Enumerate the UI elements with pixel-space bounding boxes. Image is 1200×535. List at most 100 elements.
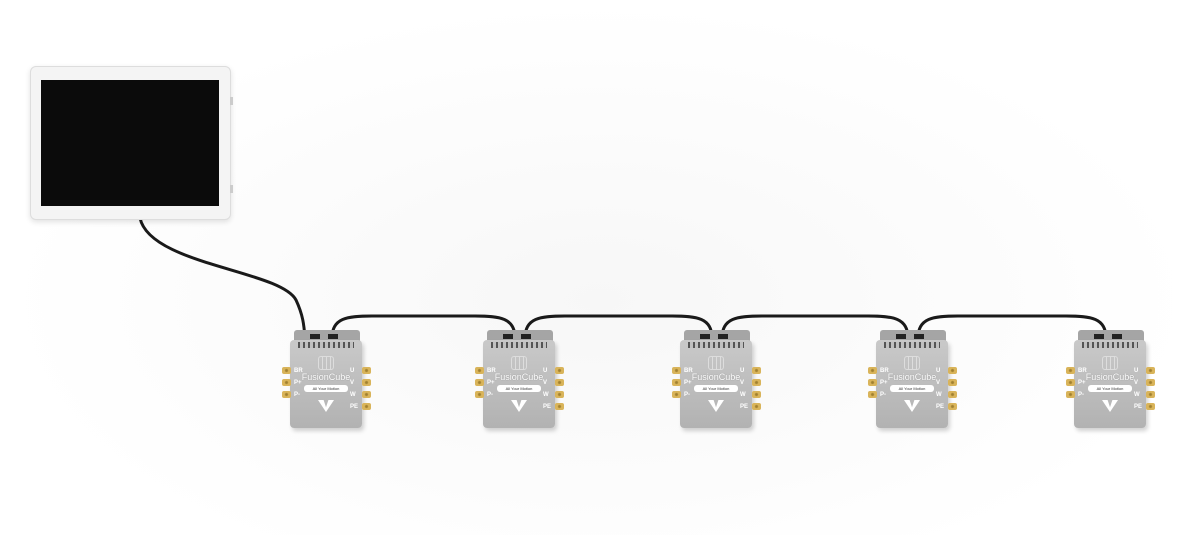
- terminal-label: P+: [684, 380, 692, 386]
- terminal-label: W: [1134, 392, 1140, 398]
- terminal-lug: [1146, 379, 1155, 386]
- terminal-lug: [362, 403, 371, 410]
- cube-grid-icon: [318, 356, 334, 370]
- terminal-label: W: [350, 392, 356, 398]
- terminal-label: P-: [684, 392, 690, 398]
- network-port: [718, 334, 728, 339]
- vent-grille: [884, 342, 940, 348]
- terminal-label: BR: [1078, 368, 1087, 374]
- terminal-label: PE: [936, 404, 945, 410]
- cube-product-name: FusionCube: [1085, 372, 1135, 382]
- terminal-lug: [752, 391, 761, 398]
- vent-grille: [688, 342, 744, 348]
- tablet-side-button: [230, 97, 233, 105]
- terminal-label: U: [350, 368, 355, 374]
- terminal-lug: [282, 379, 291, 386]
- cube-product-name: FusionCube: [494, 372, 544, 382]
- terminal-lug: [282, 367, 291, 374]
- terminal-lug: [362, 367, 371, 374]
- network-port: [521, 334, 531, 339]
- terminal-label: BR: [880, 368, 889, 374]
- cube-tagline: All Your Motion: [304, 385, 348, 392]
- terminal-label: BR: [684, 368, 693, 374]
- cube-product-name: FusionCube: [887, 372, 937, 382]
- vent-grille: [1082, 342, 1138, 348]
- terminal-label: P+: [1078, 380, 1086, 386]
- terminal-label: P-: [487, 392, 493, 398]
- tablet-side-button: [230, 185, 233, 193]
- cube-tagline: All Your Motion: [694, 385, 738, 392]
- cube-grid-icon: [1102, 356, 1118, 370]
- terminal-label: PE: [1134, 404, 1143, 410]
- terminal-lug: [555, 367, 564, 374]
- cable: [138, 217, 307, 339]
- cube-body: [680, 340, 752, 428]
- terminal-label: U: [936, 368, 941, 374]
- terminal-lug: [1066, 391, 1075, 398]
- terminal-lug: [1146, 367, 1155, 374]
- network-port: [1112, 334, 1122, 339]
- terminal-lug: [555, 391, 564, 398]
- cube-tagline: All Your Motion: [1088, 385, 1132, 392]
- terminal-label: W: [936, 392, 942, 398]
- terminal-label: V: [936, 380, 941, 386]
- terminal-lug: [948, 367, 957, 374]
- terminal-label: V: [350, 380, 355, 386]
- cube-tagline: All Your Motion: [890, 385, 934, 392]
- cable: [720, 314, 910, 339]
- terminal-lug: [362, 379, 371, 386]
- tablet: [30, 66, 233, 220]
- terminal-label: P+: [487, 380, 495, 386]
- terminal-label: BR: [294, 368, 303, 374]
- terminal-lug: [948, 379, 957, 386]
- cable: [916, 314, 1108, 339]
- terminal-label: P+: [880, 380, 888, 386]
- network-port: [328, 334, 338, 339]
- terminal-lug: [475, 391, 484, 398]
- terminal-lug: [752, 379, 761, 386]
- terminal-lug: [672, 367, 681, 374]
- terminal-lug: [475, 379, 484, 386]
- network-port: [1094, 334, 1104, 339]
- network-port: [310, 334, 320, 339]
- cube-product-name: FusionCube: [691, 372, 741, 382]
- terminal-label: U: [1134, 368, 1139, 374]
- terminal-lug: [752, 367, 761, 374]
- terminal-lug: [868, 379, 877, 386]
- terminal-label: P-: [1078, 392, 1084, 398]
- terminal-label: P-: [880, 392, 886, 398]
- network-port: [914, 334, 924, 339]
- terminal-lug: [1066, 367, 1075, 374]
- tablet-screen: [41, 80, 219, 206]
- cube-body: [483, 340, 555, 428]
- vent-grille: [298, 342, 354, 348]
- terminal-lug: [1066, 379, 1075, 386]
- terminal-lug: [948, 403, 957, 410]
- network-port: [700, 334, 710, 339]
- terminal-label: P+: [294, 380, 302, 386]
- vent-grille: [491, 342, 547, 348]
- cube-body: [1074, 340, 1146, 428]
- terminal-lug: [868, 391, 877, 398]
- terminal-label: W: [543, 392, 549, 398]
- terminal-label: W: [740, 392, 746, 398]
- terminal-label: V: [1134, 380, 1139, 386]
- terminal-lug: [868, 367, 877, 374]
- terminal-lug: [475, 367, 484, 374]
- terminal-label: P-: [294, 392, 300, 398]
- cube-grid-icon: [904, 356, 920, 370]
- terminal-lug: [282, 391, 291, 398]
- terminal-label: U: [740, 368, 745, 374]
- terminal-lug: [672, 391, 681, 398]
- terminal-label: U: [543, 368, 548, 374]
- network-port: [896, 334, 906, 339]
- terminal-label: PE: [350, 404, 359, 410]
- cube-body: [290, 340, 362, 428]
- cube-product-name: FusionCube: [301, 372, 351, 382]
